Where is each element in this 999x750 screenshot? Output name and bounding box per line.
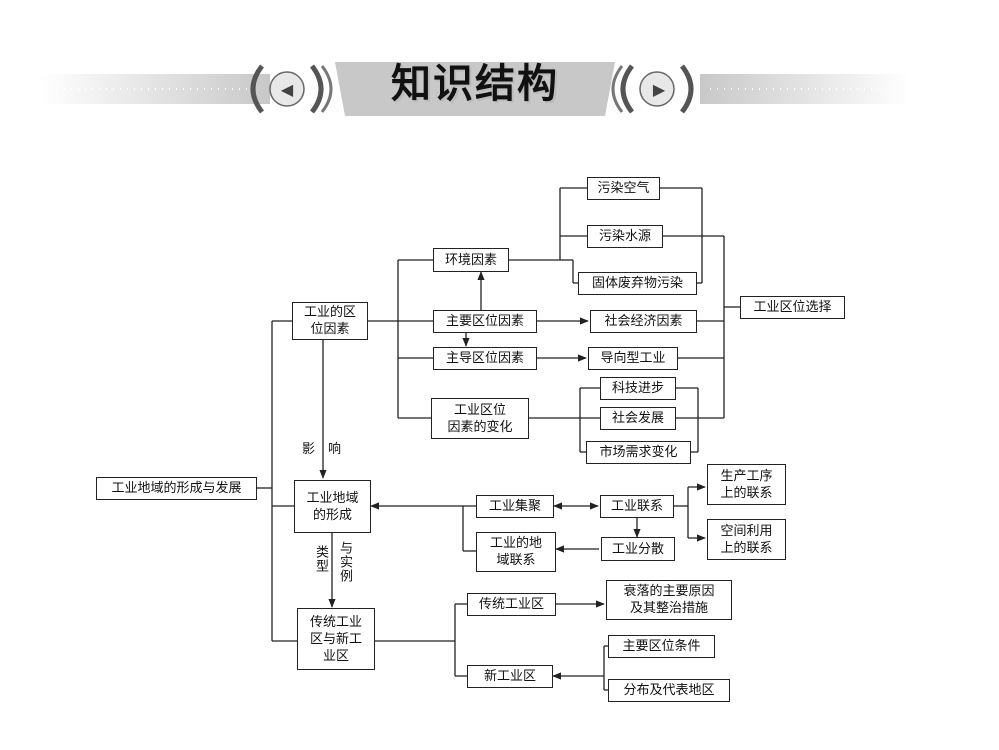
node-formation: 工业地域 的形成 xyxy=(294,480,371,533)
node-main-factor: 主要区位因素 xyxy=(433,310,537,333)
node-dispersion: 工业分散 xyxy=(601,537,675,561)
node-tech: 科技进步 xyxy=(600,377,676,400)
node-location-choice: 工业区位选择 xyxy=(740,296,845,319)
node-oriented: 导向型工业 xyxy=(588,347,678,370)
page-title: 知识结构 xyxy=(391,60,559,107)
node-traditional-new: 传统工业 区与新工 业区 xyxy=(297,608,375,670)
banner-right-bar xyxy=(700,74,910,104)
nav-prev-button[interactable] xyxy=(269,71,305,107)
node-dominant-factor: 主导区位因素 xyxy=(433,347,537,370)
node-solid: 固体废弃物污染 xyxy=(578,272,697,295)
label-influence: 影 响 xyxy=(302,442,342,457)
node-traditional-area: 传统工业区 xyxy=(467,593,556,616)
node-location-factors: 工业的区 位因素 xyxy=(292,302,368,340)
node-env-factor: 环境因素 xyxy=(433,248,509,272)
node-water: 污染水源 xyxy=(587,225,663,248)
node-socio-econ: 社会经济因素 xyxy=(590,310,697,333)
node-distribution: 分布及代表地区 xyxy=(608,679,730,702)
banner-title-plate xyxy=(335,62,615,116)
node-air: 污染空气 xyxy=(587,177,660,200)
node-market: 市场需求变化 xyxy=(586,441,691,464)
label-example: 与实例 xyxy=(337,541,352,583)
node-production-link: 生产工序 上的联系 xyxy=(707,464,786,505)
node-space-link: 空间利用 上的联系 xyxy=(707,519,786,560)
node-agglomeration: 工业集聚 xyxy=(476,495,554,518)
node-linkage: 工业联系 xyxy=(600,495,674,518)
label-type: 类型 xyxy=(313,545,328,573)
banner-graphic: ◀ ▶ xyxy=(40,62,910,116)
node-root: 工业地域的形成与发展 xyxy=(96,477,257,500)
nav-next-button[interactable] xyxy=(639,71,675,107)
node-new-area: 新工业区 xyxy=(467,665,553,688)
prev-arrow-icon: ◀ xyxy=(281,80,294,99)
next-arrow-icon: ▶ xyxy=(653,80,666,99)
header-banner: ◀ ▶ 知识结构 xyxy=(0,0,999,140)
node-change-factor: 工业区位 因素的变化 xyxy=(431,398,529,439)
node-regional-link: 工业的地 域联系 xyxy=(476,532,556,572)
node-social-dev: 社会发展 xyxy=(600,407,676,430)
node-decline: 衰落的主要原因 及其整治措施 xyxy=(606,580,732,620)
node-conditions: 主要区位条件 xyxy=(608,635,715,658)
